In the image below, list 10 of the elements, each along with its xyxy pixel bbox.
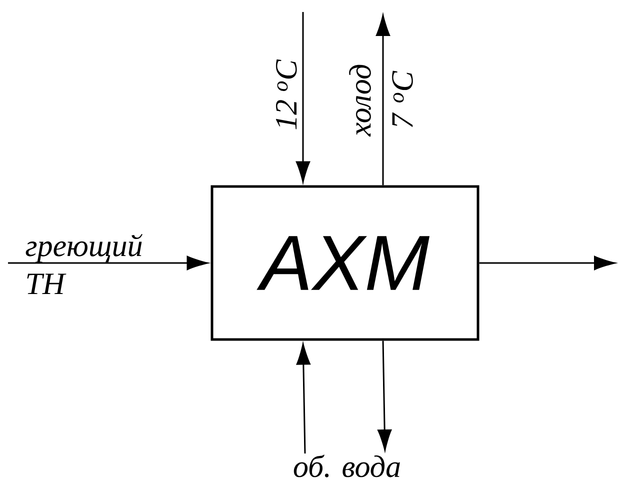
edge-label: 12 $^{o}$C xyxy=(276,59,297,130)
flow-label: об. вода xyxy=(294,454,400,478)
edge-label: греющий ТН xyxy=(26,234,142,294)
arrow xyxy=(376,14,390,186)
arrow xyxy=(296,12,310,182)
arrow xyxy=(479,256,616,270)
arrow xyxy=(8,256,208,270)
process-box: АХМ xyxy=(210,185,480,341)
arrow xyxy=(296,344,310,454)
arrow xyxy=(378,340,392,451)
